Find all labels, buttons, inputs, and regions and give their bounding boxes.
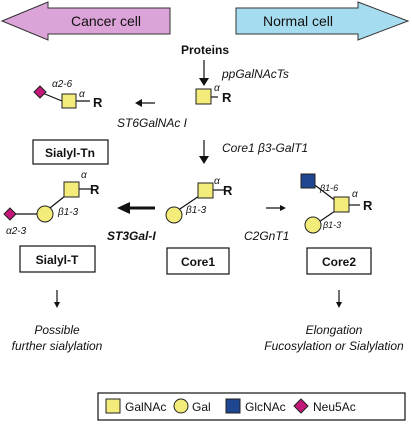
r-label: R	[90, 182, 100, 197]
alpha-label: α	[214, 83, 220, 94]
sialyl-t-box	[19, 245, 96, 273]
gal-icon	[173, 398, 189, 414]
gal-icon	[165, 206, 183, 224]
sialyl-t-structure: α R β1-3 α2-3	[3, 170, 100, 237]
alpha-label: α	[352, 189, 358, 200]
core1-structure: α R β1-3	[165, 176, 233, 224]
galnac-icon	[63, 181, 80, 198]
to-core1-arrow-head	[199, 156, 209, 164]
ppgalnacts-label: ppGalNAcTs	[221, 67, 289, 81]
cancer-cell-label: Cancer cell	[71, 13, 141, 29]
r-label: R	[223, 183, 233, 198]
alpha-label: α	[81, 170, 87, 181]
normal-cell-arrow: Normal cell	[235, 1, 410, 41]
tn-structure: α R	[195, 83, 232, 105]
galnac-icon	[195, 88, 212, 105]
legend-galnac-label: GalNAc	[125, 400, 166, 414]
glcnac-icon	[225, 398, 241, 414]
sialyl-t-down-arrow-head	[54, 302, 60, 308]
cancer-cell-arrow: Cancer cell	[0, 1, 171, 41]
to-sialyl-t-arrow-head	[117, 202, 130, 214]
neu5ac-icon	[293, 398, 309, 414]
core1-galt1-label: Core1 β3-GalT1	[222, 141, 308, 155]
further-sialylation-line2: further sialylation	[12, 339, 103, 353]
legend-neu5ac-label: Neu5Ac	[313, 400, 356, 414]
sialyl-tn-box	[32, 139, 109, 165]
glcnac-icon	[300, 173, 316, 189]
elongation-line1: Elongation	[306, 323, 363, 337]
sialyl-tn-label: Sialyl-Tn	[45, 146, 95, 160]
r-label: R	[93, 95, 103, 110]
b1-3-label: β1-3	[185, 205, 207, 216]
b1-3-label: β1-3	[57, 207, 79, 218]
galnac-icon	[333, 196, 350, 213]
sialyl-t-label: Sialyl-T	[36, 253, 79, 267]
st6galnac-label: ST6GalNAc I	[117, 116, 188, 130]
further-sialylation-line1: Possible	[34, 323, 80, 337]
b1-6-label: β1-6	[319, 183, 338, 193]
gal-icon	[36, 205, 54, 223]
c2gnt1-label: C2GnT1	[244, 229, 289, 243]
core2-down-arrow-head	[336, 302, 342, 308]
st3gal-label: ST3Gal-I	[107, 229, 156, 243]
gal-icon	[304, 216, 322, 234]
alpha-label: α	[79, 89, 85, 100]
neu5ac-icon	[33, 85, 47, 99]
galnac-icon	[197, 182, 214, 199]
r-label: R	[363, 198, 373, 213]
proteins-arrow-head	[199, 78, 209, 86]
core2-structure: α R β1-6 β1-3	[300, 173, 373, 234]
legend: GalNAc Gal GlcNAc Neu5Ac	[97, 392, 406, 421]
legend-glcnac-label: GlcNAc	[245, 400, 286, 414]
r-label: R	[222, 90, 232, 105]
galnac-icon	[61, 93, 77, 109]
core1-box	[166, 247, 230, 275]
galnac-icon	[105, 398, 121, 414]
core2-label: Core2	[322, 255, 356, 269]
b1-3-label: β1-3	[322, 220, 341, 230]
proteins-label: Proteins	[181, 43, 229, 57]
sialyl-tn-structure: α2-6 α R	[33, 79, 103, 110]
to-sialyl-tn-arrow-head	[135, 99, 142, 107]
legend-gal-label: Gal	[192, 400, 211, 414]
a2-3-label: α2-3	[6, 226, 27, 237]
core1-label: Core1	[181, 255, 215, 269]
normal-cell-label: Normal cell	[263, 13, 333, 29]
neu5ac-icon	[3, 207, 17, 221]
elongation-line2: Fucosylation or Sialylation	[264, 339, 404, 353]
alpha-label: α	[214, 176, 220, 187]
core2-box	[306, 247, 372, 275]
to-core2-arrow-head	[280, 205, 286, 211]
a2-6-label: α2-6	[52, 79, 73, 90]
